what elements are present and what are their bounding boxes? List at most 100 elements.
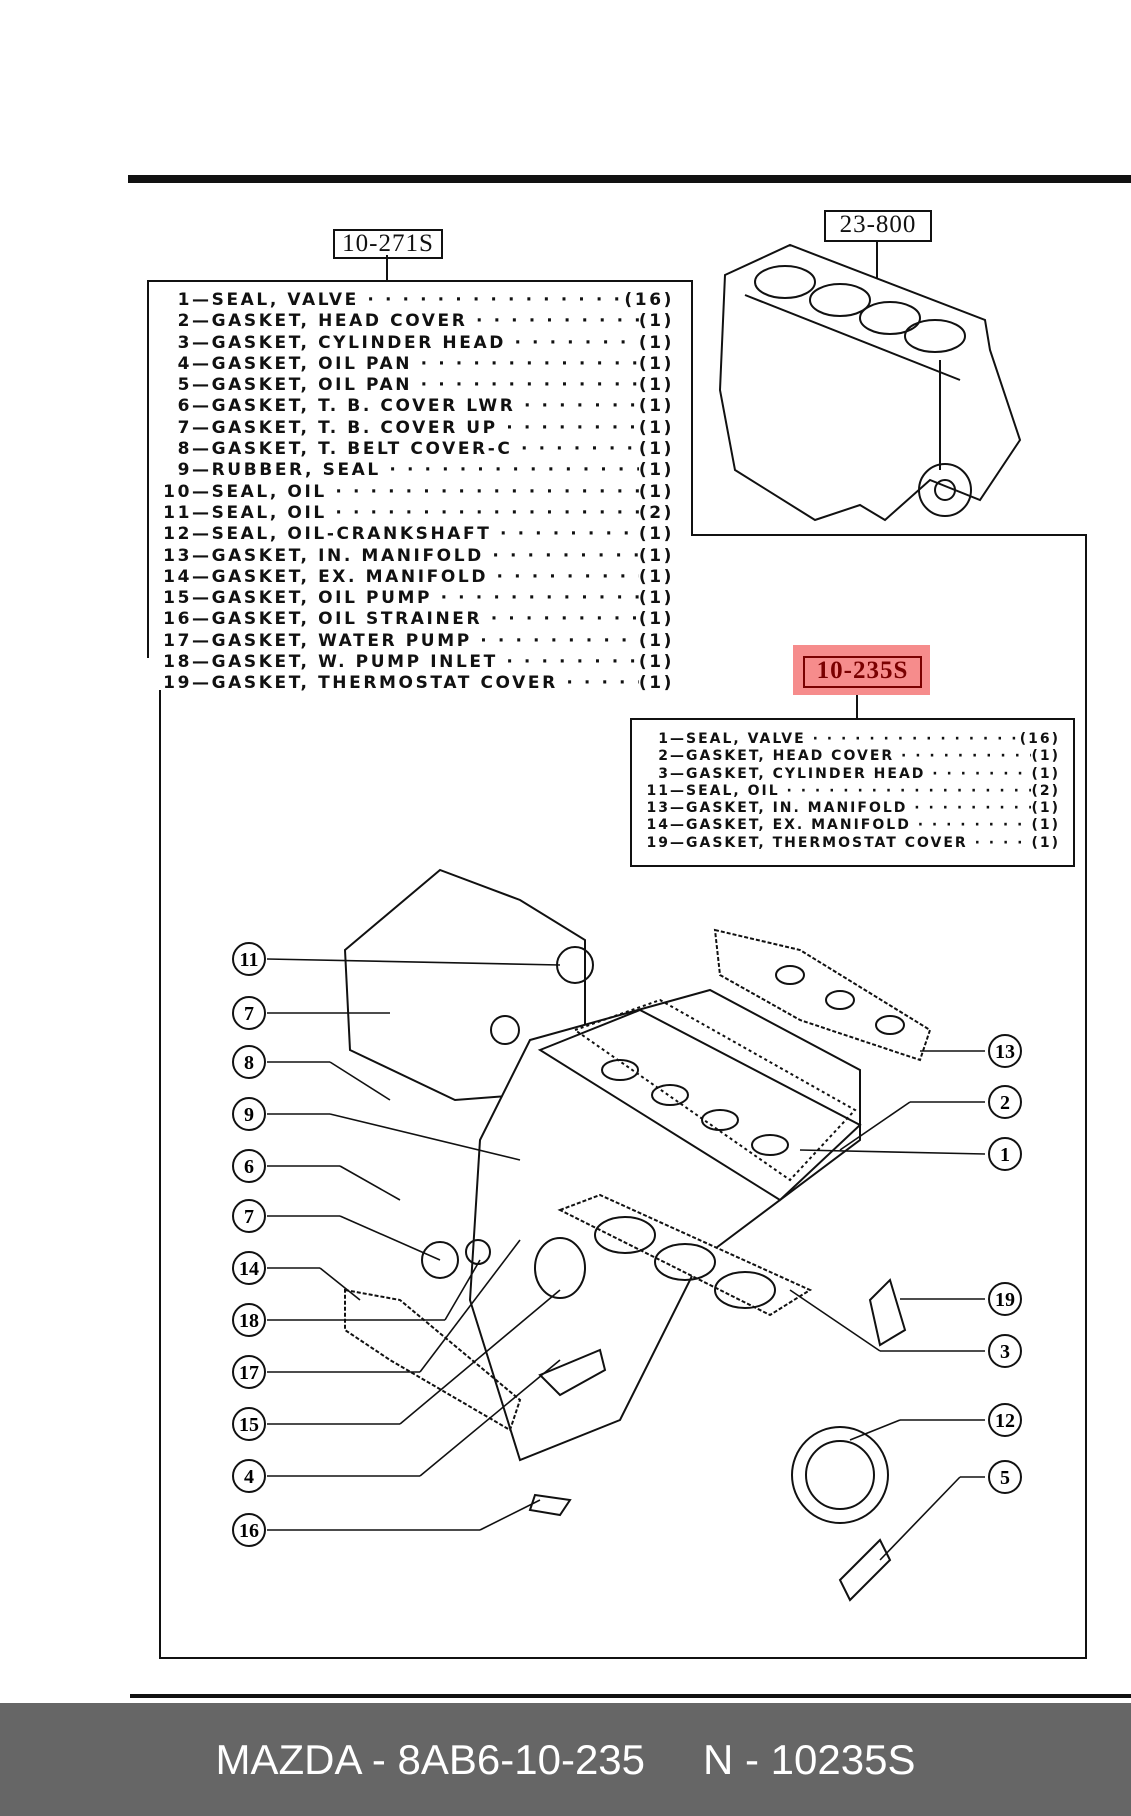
- item-number: 4: [177, 353, 192, 374]
- item-name: GASKET, T. B. COVER LWR: [211, 396, 516, 417]
- item-number: 13: [646, 800, 670, 817]
- svg-text:3: 3: [1000, 1341, 1010, 1363]
- item-number: 1: [177, 290, 192, 310]
- dash: —: [192, 524, 212, 545]
- item-number: 15: [163, 588, 192, 609]
- item-qty: (1): [638, 460, 674, 481]
- parts-list-item: 13—GASKET, IN. MANIFOLD · · · · · · · · …: [154, 546, 674, 567]
- dash: —: [192, 609, 212, 630]
- item-qty: (1): [1031, 800, 1060, 817]
- dash: —: [670, 731, 686, 747]
- item-qty: (1): [638, 311, 674, 332]
- item-qty: (1): [1031, 765, 1060, 782]
- parts-list-item: 8—GASKET, T. BELT COVER-C · · · · · · · …: [154, 439, 674, 460]
- item-name: GASKET, T. BELT COVER-C: [211, 439, 513, 460]
- svg-text:7: 7: [244, 1003, 254, 1025]
- leader-dots: · · · · · · · · · · · · · · · · · · · · …: [786, 782, 1032, 799]
- leader-dots: · · · · · · · · · · · · · · · · · · · · …: [506, 417, 639, 438]
- svg-text:18: 18: [239, 1310, 259, 1332]
- parts-list-item: 14—GASKET, EX. MANIFOLD · · · · · · · · …: [154, 567, 674, 588]
- dash: —: [670, 748, 686, 765]
- item-name: RUBBER, SEAL: [211, 460, 381, 481]
- item-number: 13: [163, 545, 192, 566]
- item-name: GASKET, T. B. COVER UP: [211, 417, 498, 438]
- dash: —: [192, 630, 212, 651]
- item-qty: (1): [1031, 817, 1060, 834]
- callout-7: 7: [232, 996, 266, 1030]
- leader-dots: · · · · · · · · · · · · · · · · · · · · …: [914, 800, 1031, 817]
- item-number: 14: [163, 566, 192, 587]
- leader-dots: · · · · · · · · · · · · · · · · · · · · …: [440, 588, 639, 609]
- parts-list-item: 14—GASKET, EX. MANIFOLD · · · · · · · · …: [640, 817, 1060, 834]
- parts-list-item: 4—GASKET, OIL PAN · · · · · · · · · · · …: [154, 354, 674, 375]
- svg-text:12: 12: [995, 1410, 1015, 1432]
- parts-list-item: 5—GASKET, OIL PAN · · · · · · · · · · · …: [154, 375, 674, 396]
- dash: —: [192, 481, 212, 502]
- item-name: GASKET, EX. MANIFOLD: [686, 817, 911, 834]
- leader-dots: · · · · · · · · · · · · · · · · · · · · …: [480, 630, 639, 651]
- leader-dots: · · · · · · · · · · · · · · · · · · · · …: [490, 609, 638, 630]
- item-qty: (1): [638, 545, 674, 566]
- leader-dots: · · · · · · · · · · · · · · · · · · · · …: [420, 353, 638, 374]
- leader-dots: · · · · · · · · · · · · · · · · · · · · …: [566, 673, 639, 694]
- dash: —: [192, 332, 212, 353]
- item-qty: (2): [638, 502, 674, 523]
- parts-list-item: 10—SEAL, OIL · · · · · · · · · · · · · ·…: [154, 482, 674, 503]
- item-number: 19: [646, 834, 670, 851]
- callout-13: 13: [988, 1034, 1022, 1068]
- item-name: SEAL, OIL-CRANKSHAFT: [211, 524, 492, 545]
- item-qty: (1): [1031, 748, 1060, 765]
- leader-dots: · · · · · · · · · · · · · · · · · · · · …: [496, 566, 639, 587]
- callout-1: 1: [988, 1137, 1022, 1171]
- item-qty: (1): [638, 630, 674, 651]
- partial-kit-parts-list: 1—SEAL, VALVE · · · · · · · · · · · · · …: [640, 731, 1060, 852]
- dash: —: [192, 353, 212, 374]
- item-qty: (16): [1019, 731, 1060, 747]
- item-name: GASKET, THERMOSTAT COVER: [686, 834, 968, 851]
- item-number: 7: [177, 417, 192, 438]
- item-qty: (16): [624, 290, 674, 310]
- dash: —: [192, 566, 212, 587]
- dash: —: [192, 652, 212, 673]
- item-name: SEAL, OIL: [211, 481, 327, 502]
- item-number: 1: [658, 731, 670, 747]
- item-qty: (1): [638, 353, 674, 374]
- leader-dots: · · · · · · · · · · · · · · · · · · · · …: [932, 765, 1025, 782]
- dash: —: [670, 782, 686, 799]
- leader-dots: · · · · · · · · · · · · · · · · · · · · …: [917, 817, 1032, 834]
- dash: —: [192, 502, 212, 523]
- item-name: SEAL, VALVE: [686, 731, 806, 747]
- leader-dots: · · · · · · · · · · · · · · · · · · · · …: [514, 332, 638, 353]
- item-qty: (1): [638, 524, 674, 545]
- item-name: SEAL, OIL: [686, 782, 780, 799]
- leader-dots: · · · · · · · · · · · · · · · · · · · · …: [506, 652, 639, 673]
- dash: —: [192, 417, 212, 438]
- dash: —: [192, 673, 212, 694]
- item-qty: (1): [638, 481, 674, 502]
- leader-dots: · · · · · · · · · · · · · · · · · · · · …: [499, 524, 633, 545]
- dash: —: [670, 817, 686, 834]
- callout-19: 19: [988, 1282, 1022, 1316]
- svg-text:19: 19: [995, 1289, 1015, 1311]
- item-number: 6: [177, 396, 192, 417]
- item-number: 11: [163, 502, 192, 523]
- dash: —: [192, 588, 212, 609]
- parts-list-item: 7—GASKET, T. B. COVER UP · · · · · · · ·…: [154, 418, 674, 439]
- item-name: GASKET, IN. MANIFOLD: [686, 800, 908, 817]
- svg-text:16: 16: [239, 1520, 259, 1542]
- parts-list-item: 2—GASKET, HEAD COVER · · · · · · · · · ·…: [640, 748, 1060, 765]
- item-number: 10: [163, 481, 192, 502]
- leader-dots: · · · · · · · · · · · · · · · · · · · · …: [523, 396, 639, 417]
- item-name: GASKET, W. PUMP INLET: [211, 652, 498, 673]
- partial-kit-box: [630, 718, 1075, 867]
- svg-text:5: 5: [1000, 1467, 1010, 1489]
- svg-text:2: 2: [1000, 1092, 1010, 1114]
- item-name: GASKET, CYLINDER HEAD: [686, 765, 926, 782]
- callout-5: 5: [988, 1460, 1022, 1494]
- item-qty: (1): [638, 375, 674, 396]
- callout-11: 11: [232, 942, 266, 976]
- svg-text:7: 7: [244, 1206, 254, 1228]
- item-number: 18: [163, 652, 192, 673]
- item-number: 3: [658, 765, 670, 782]
- callout-15: 15: [232, 1407, 266, 1441]
